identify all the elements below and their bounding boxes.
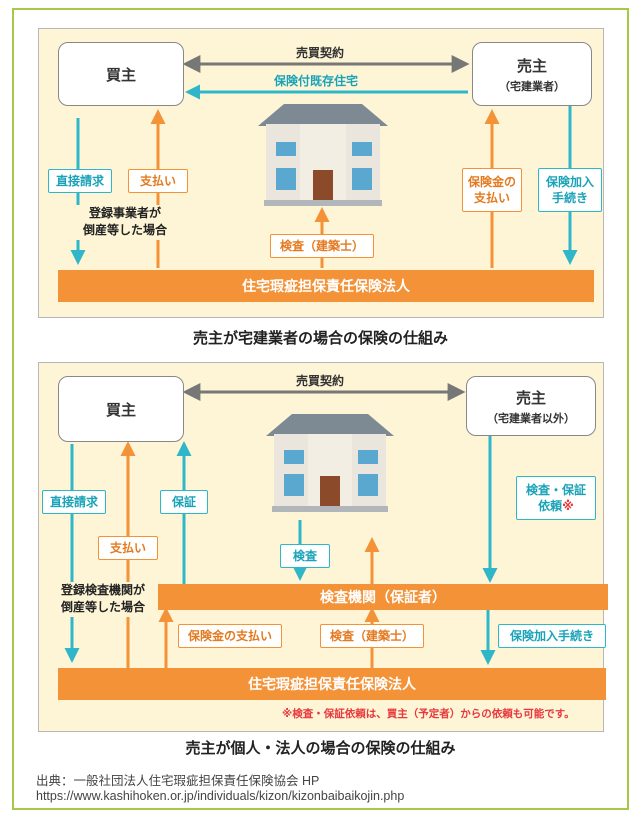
insurance-payout-tag-2: 保険金の支払い: [178, 624, 282, 648]
buyer-box: 買主: [58, 42, 184, 106]
bankruptcy-note-2: 登録検査機関が 倒産等した場合: [50, 582, 156, 617]
bankruptcy-note-line1: 登録事業者が: [88, 206, 161, 220]
seller-sub-label-2: （宅建業者以外）: [487, 411, 575, 425]
payment-tag-2: 支払い: [98, 536, 158, 560]
request-mark: ※: [562, 499, 574, 513]
insurance-enroll-line1: 保険加入: [545, 174, 594, 189]
source-line1: 出典：一般社団法人住宅瑕疵担保責任保険協会 HP: [36, 774, 320, 788]
buyer-label: 買主: [105, 65, 136, 84]
insurer-bar: 住宅瑕疵担保責任保険法人: [58, 270, 594, 302]
insurance-payout-line2: 支払い: [473, 191, 510, 205]
direct-claim-tag: 直接請求: [48, 169, 112, 193]
seller-box: 売主 （宅建業者）: [472, 42, 592, 106]
seller-label-2: 売主: [515, 388, 546, 407]
seller-label: 売主: [516, 56, 547, 75]
contract-label-2: 売買契約: [296, 374, 345, 388]
direct-claim-tag-2: 直接請求: [42, 490, 106, 514]
insurance-payout-line1: 保険金の: [467, 174, 516, 189]
insurance-enroll-tag: 保険加入手続き: [538, 168, 602, 212]
footnote: ※検査・保証依頼は、買主（予定者）からの依頼も可能です。: [282, 708, 575, 720]
inspection-body-bar: 検査機関（保証者）: [158, 584, 608, 610]
inspection-architect-tag: 検査（建築士）: [320, 624, 424, 648]
request-line1: 検査・保証: [525, 482, 586, 497]
buyer-label-2: 買主: [105, 400, 136, 419]
insurer-bar-2: 住宅瑕疵担保責任保険法人: [58, 668, 606, 700]
insurance-enroll-tag-2: 保険加入手続き: [498, 624, 606, 648]
bankruptcy-note2-line1: 登録検査機関が: [60, 583, 145, 597]
guarantee-tag: 保証: [160, 490, 208, 514]
inspection-tag: 検査（建築士）: [270, 234, 374, 258]
bankruptcy-note: 登録事業者が 倒産等した場合: [70, 205, 180, 240]
insured-house-label: 保険付既存住宅: [274, 74, 359, 88]
diagram1-caption: 売主が宅建業者の場合の保険の仕組み: [192, 329, 448, 347]
source-url: https://www.kashihoken.or.jp/individuals…: [36, 789, 405, 803]
contract-label: 売買契約: [296, 46, 345, 60]
bankruptcy-note2-line2: 倒産等した場合: [60, 600, 145, 615]
seller-box-2: 売主 （宅建業者以外）: [466, 376, 596, 436]
request-line2: 依頼: [538, 499, 563, 513]
insurance-payout-tag: 保険金の支払い: [462, 168, 522, 212]
diagram2-caption: 売主が個人・法人の場合の保険の仕組み: [185, 739, 456, 757]
bankruptcy-note-line2: 倒産等した場合: [82, 223, 167, 238]
payment-tag: 支払い: [128, 169, 188, 193]
insurance-enroll-line2: 手続き: [551, 191, 588, 205]
seller-sub-label: （宅建業者）: [499, 79, 565, 93]
inspection-tag-2: 検査: [280, 544, 330, 568]
buyer-box-2: 買主: [58, 376, 184, 442]
house-icon: [258, 104, 388, 206]
house-icon-2: [266, 414, 394, 512]
request-tag: 検査・保証依頼※: [516, 476, 596, 520]
